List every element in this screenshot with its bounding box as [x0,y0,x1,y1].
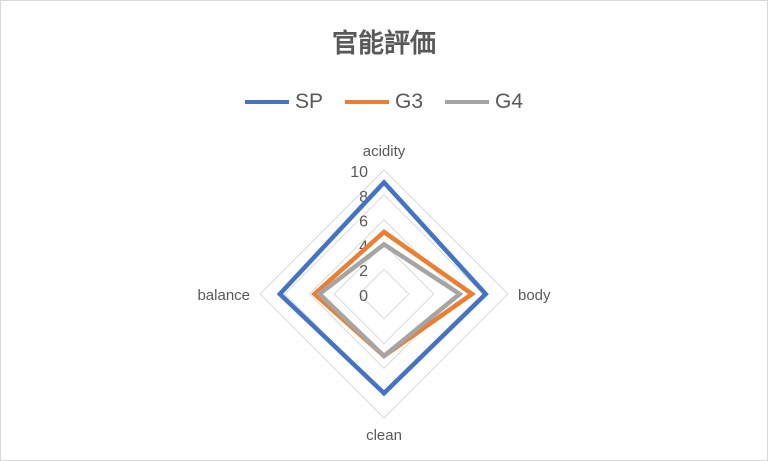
legend-swatch [445,100,489,104]
grid-ring [333,243,435,345]
series-g4-line [316,241,464,360]
tick-label: 2 [359,263,368,280]
legend-item-sp: SP [244,90,323,114]
axis-label-body: body [518,287,551,304]
tick-label: 6 [359,214,368,231]
series-sp-line [276,179,489,397]
tick-label: 10 [350,164,368,181]
legend-item-g4: G4 [445,90,523,114]
legend: SP G3 G4 [1,90,767,114]
grid-ring [358,268,410,320]
grid-ring [259,169,509,419]
tick-label: 0 [359,288,368,305]
axis-label-acidity: acidity [363,143,406,160]
tick-label: 4 [359,238,368,255]
legend-label: SP [294,90,323,113]
tick-label: 8 [359,189,368,206]
chart-title: 官能評価 [331,29,436,59]
legend-label: G3 [394,90,423,113]
legend-label: G4 [495,90,524,113]
legend-item-g3: G3 [344,90,423,114]
axis-label-clean: clean [366,427,402,444]
legend-swatch [244,100,289,104]
legend-swatch [344,100,389,104]
axis-label-balance: balance [197,287,250,304]
